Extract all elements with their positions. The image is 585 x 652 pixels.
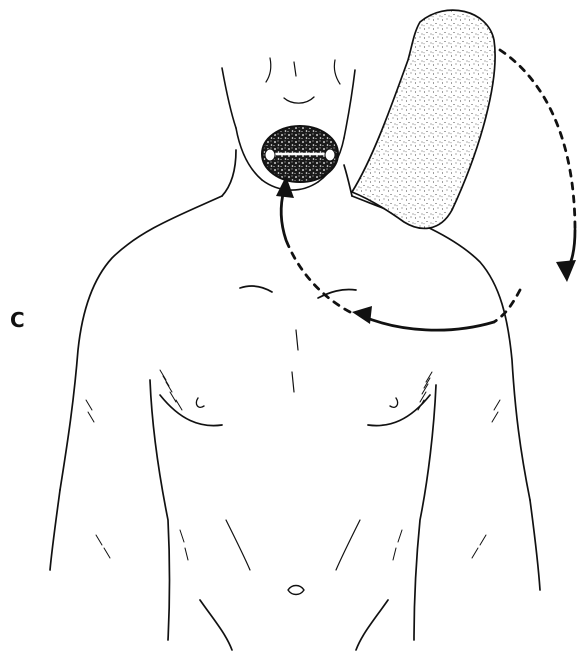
shading-hatches [86,370,500,560]
arrowhead-right-icon [556,260,576,282]
torso-outline [50,150,540,650]
arrowhead-bottom-icon [352,306,372,324]
chin-defect [262,126,338,182]
stippled-flap [352,10,495,228]
